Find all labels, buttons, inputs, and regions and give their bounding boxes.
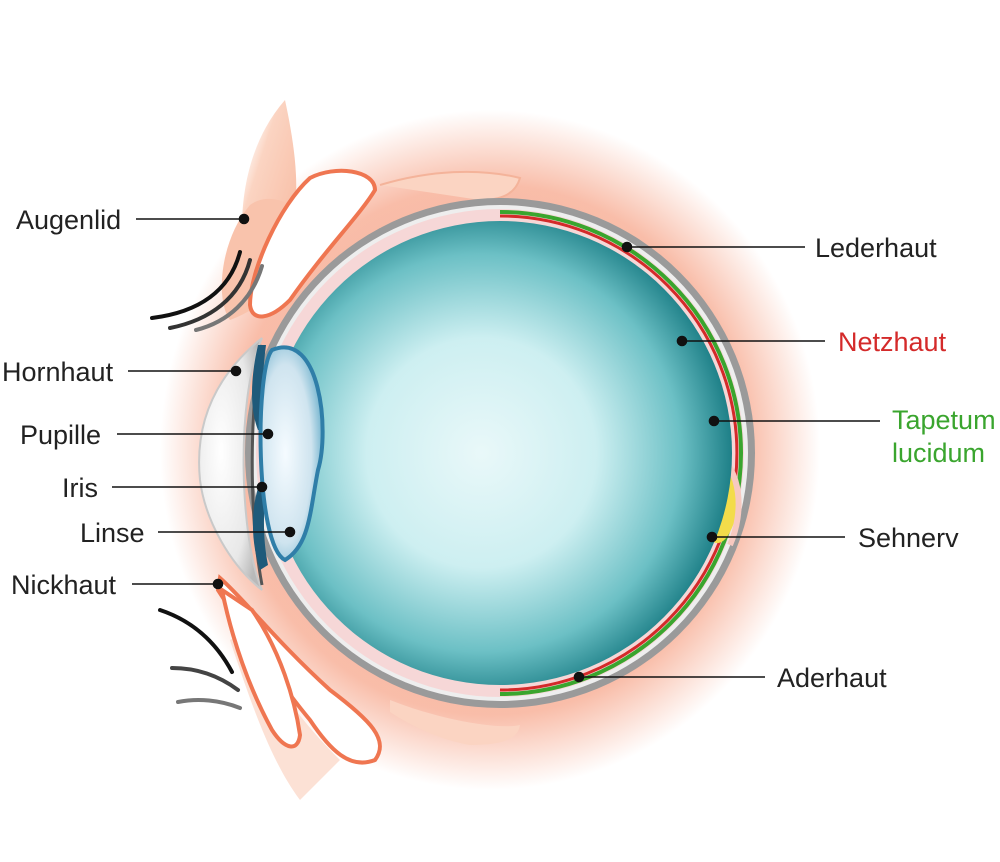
label-sehnerv: Sehnerv — [858, 523, 959, 553]
netzhaut-dot — [676, 335, 688, 347]
vitreous-body — [268, 221, 732, 685]
iris-dot — [256, 481, 268, 493]
lower-eyelid — [215, 574, 520, 765]
label-linse: Linse — [80, 518, 145, 548]
label-aderhaut: Aderhaut — [777, 663, 887, 693]
label-hornhaut: Hornhaut — [2, 357, 114, 387]
label-netzhaut: Netzhaut — [838, 327, 947, 357]
pupille-dot — [262, 428, 274, 440]
linse-dot — [284, 526, 296, 538]
sehnerv-dot — [706, 531, 718, 543]
label-augenlid: Augenlid — [16, 205, 121, 235]
lederhaut-dot — [621, 241, 633, 253]
label-tapetum-line2: lucidum — [892, 438, 985, 468]
tapetum-dot — [708, 415, 720, 427]
hornhaut-dot — [230, 365, 242, 377]
nickhaut-dot — [212, 578, 224, 590]
eyelashes — [150, 250, 264, 710]
leader-lines — [112, 213, 880, 683]
label-iris: Iris — [62, 473, 98, 503]
label-tapetum-line1: Tapetum — [892, 405, 996, 435]
labels: Augenlid Hornhaut Pupille Iris Linse Nic… — [2, 205, 996, 693]
label-lederhaut: Lederhaut — [815, 233, 937, 263]
upper-eyelid — [221, 168, 522, 320]
aderhaut-dot — [573, 671, 585, 683]
retina-layers — [499, 210, 743, 696]
label-nickhaut: Nickhaut — [11, 570, 117, 600]
lens — [258, 345, 325, 563]
augenlid-dot — [238, 213, 250, 225]
label-pupille: Pupille — [20, 420, 101, 450]
